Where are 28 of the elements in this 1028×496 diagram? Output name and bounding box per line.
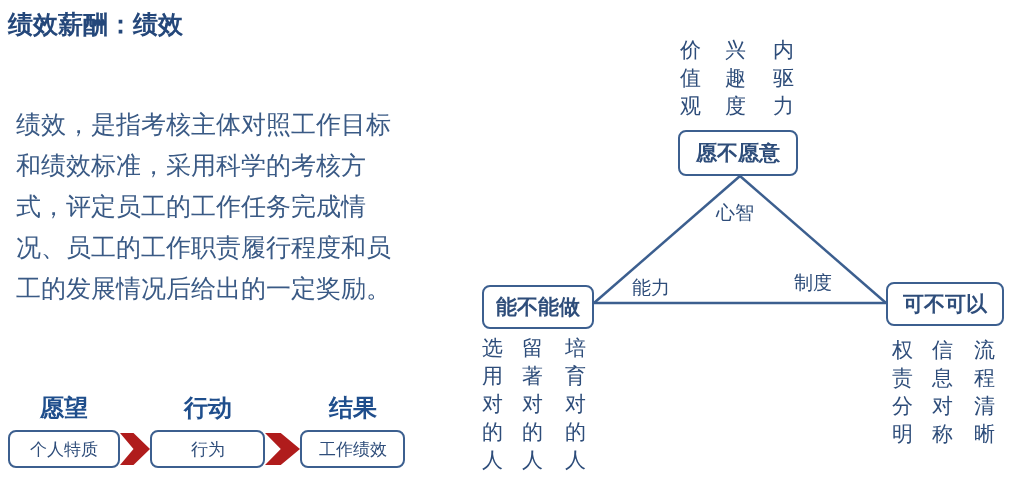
vertical-text: 价值观	[680, 37, 702, 120]
slide-title: 绩效薪酬：绩效	[8, 9, 183, 41]
vertical-text: 信息对称	[932, 337, 954, 448]
corner-label: 制度	[794, 270, 832, 295]
vertical-text: 兴趣度	[725, 37, 747, 120]
body-paragraph: 绩效，是指考核主体对照工作目标和绩效标准，采用科学的考核方式，评定员工的工作任务完成情况、员工的工作职责履行程度和员工的发展情况后给出的一定奖励。	[16, 109, 392, 305]
triangle-side	[739, 175, 887, 304]
label-box: 行为	[150, 430, 265, 468]
label-box: 个人特质	[8, 430, 120, 468]
stage-heading: 结果	[327, 393, 378, 424]
label-box: 愿不愿意	[678, 130, 798, 176]
stage-heading: 愿望	[39, 393, 89, 424]
vertical-text: 内驱力	[773, 37, 795, 120]
vertical-text: 权责分明	[892, 337, 914, 448]
label-box: 可不可以	[886, 282, 1004, 326]
label-box: 工作绩效	[300, 430, 405, 468]
triangle-side	[593, 175, 741, 304]
vertical-text: 选用对的人	[482, 335, 504, 474]
corner-label: 能力	[632, 275, 670, 300]
vertical-text: 留著对的人	[522, 335, 544, 474]
vertical-text: 流程清晰	[974, 337, 996, 448]
stage-heading: 行动	[182, 393, 233, 424]
label-box: 能不能做	[482, 285, 594, 329]
vertical-text: 培育对的人	[565, 335, 587, 474]
chevron-arrow	[120, 433, 150, 465]
chevron-arrow	[265, 433, 300, 465]
corner-label: 心智	[716, 200, 754, 225]
triangle-side	[594, 301, 886, 305]
